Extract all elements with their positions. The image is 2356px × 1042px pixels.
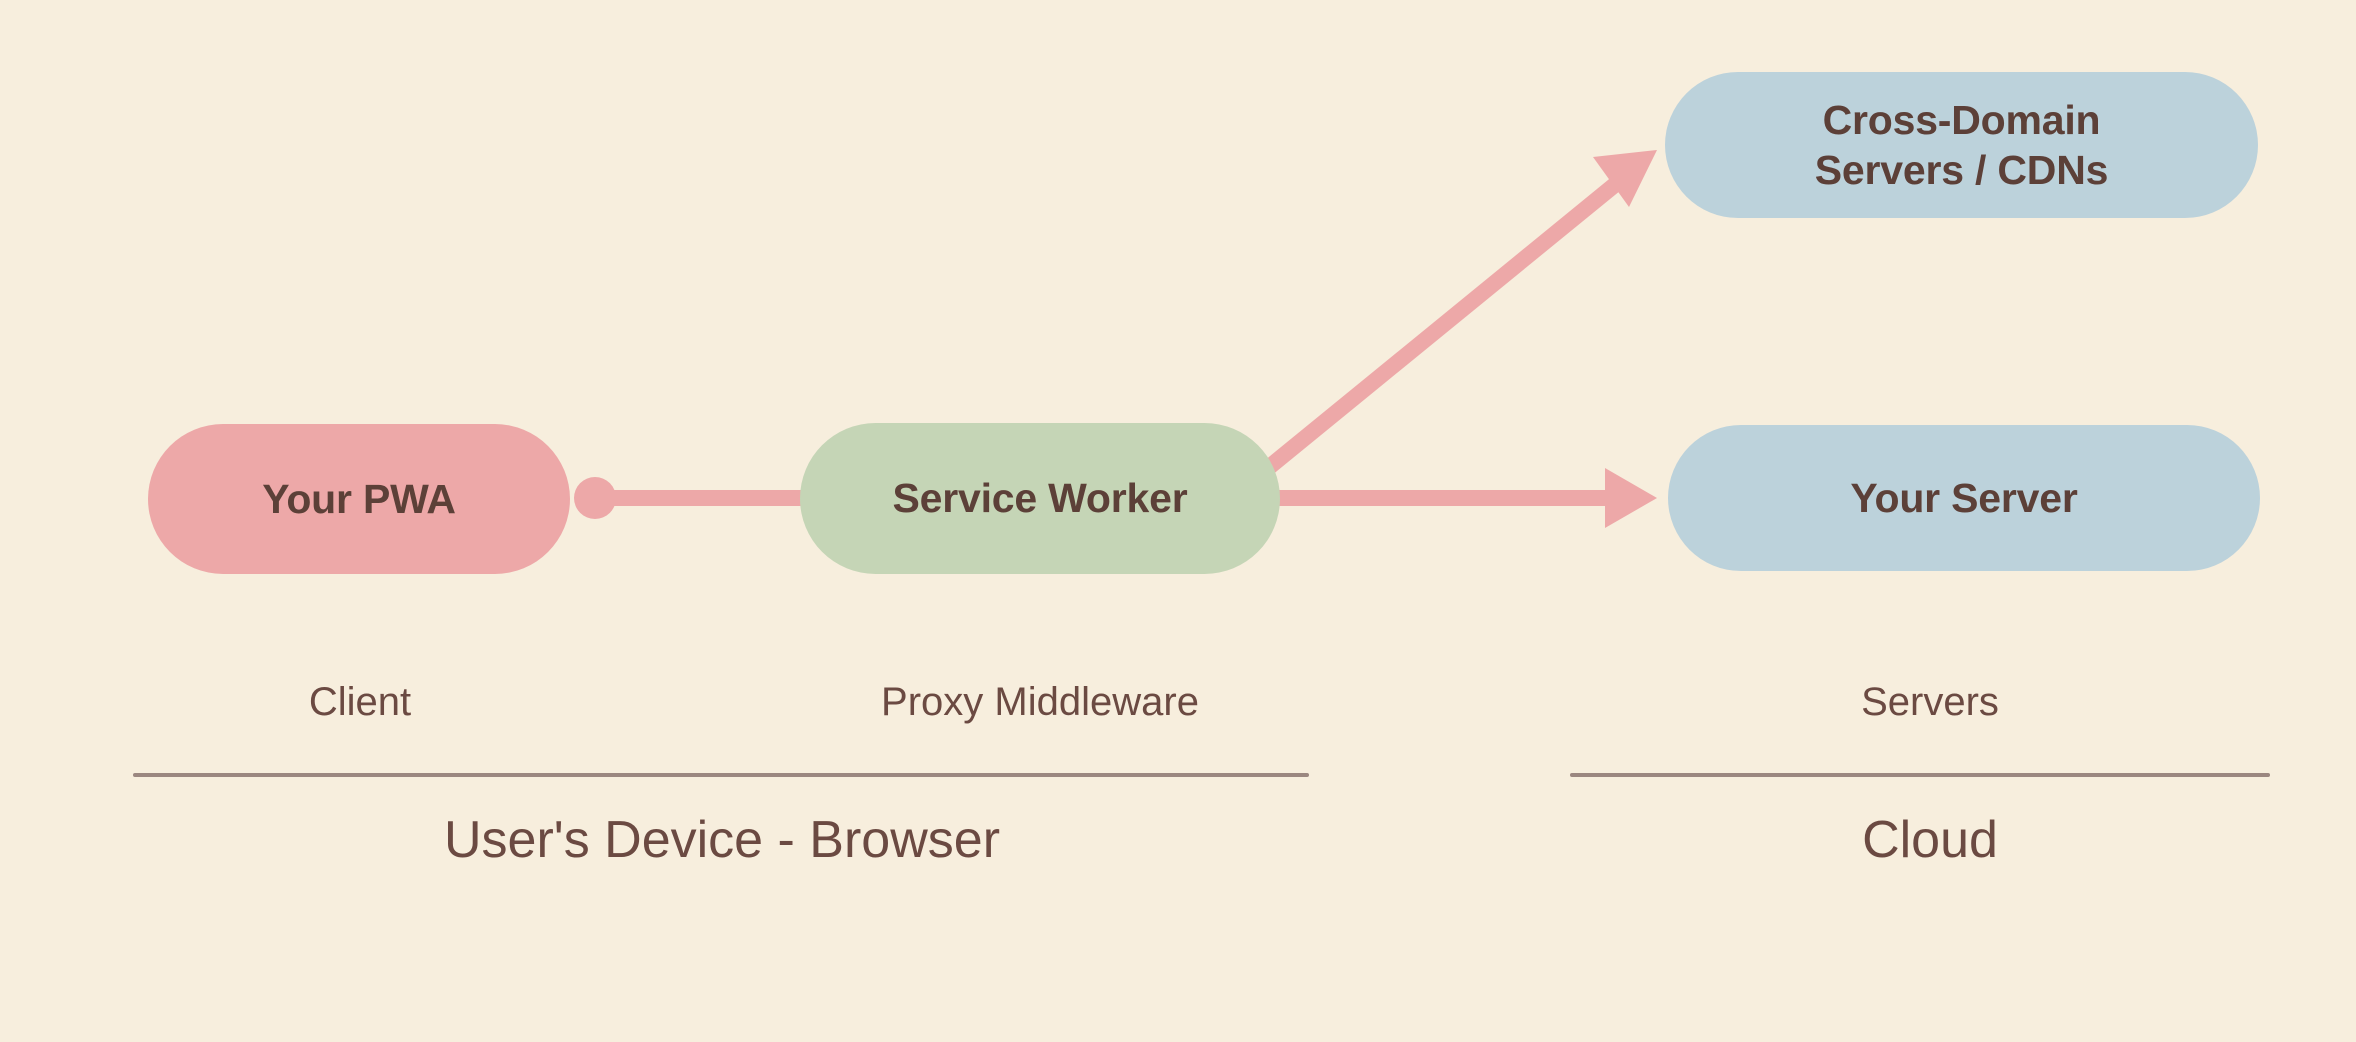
- group-caption-cloud: Cloud: [1862, 811, 1998, 869]
- edge-line-sw-cdn: [1262, 176, 1623, 475]
- node-cross-domain-servers-cdns-label: Cross-Domain Servers / CDNs: [1814, 96, 2109, 193]
- node-service-worker[interactable]: Service Worker: [800, 423, 1280, 574]
- node-your-pwa[interactable]: Your PWA: [148, 424, 570, 574]
- group-caption-users-device-browser: User's Device - Browser: [443, 811, 1001, 869]
- divider-right: [1570, 773, 2270, 777]
- node-cross-domain-servers-cdns[interactable]: Cross-Domain Servers / CDNs: [1665, 72, 2258, 218]
- node-service-worker-label: Service Worker: [892, 475, 1188, 522]
- node-your-server-label: Your Server: [1850, 474, 2078, 521]
- edge-service-worker-to-your-server: [1270, 468, 1657, 528]
- edge-source-dot-icon: [574, 477, 616, 519]
- edge-service-worker-to-cross-domain: [1262, 150, 1657, 475]
- node-your-pwa-label: Your PWA: [262, 475, 456, 522]
- arrowhead-icon-your-server: [1605, 468, 1657, 528]
- divider-left: [133, 773, 1309, 777]
- zone-caption-proxy-middleware: Proxy Middleware: [881, 680, 1199, 724]
- zone-caption-client: Client: [308, 680, 412, 724]
- arrowhead-icon-cross-domain: [1593, 150, 1657, 207]
- node-your-server[interactable]: Your Server: [1668, 425, 2260, 571]
- zone-caption-servers: Servers: [1861, 680, 1999, 724]
